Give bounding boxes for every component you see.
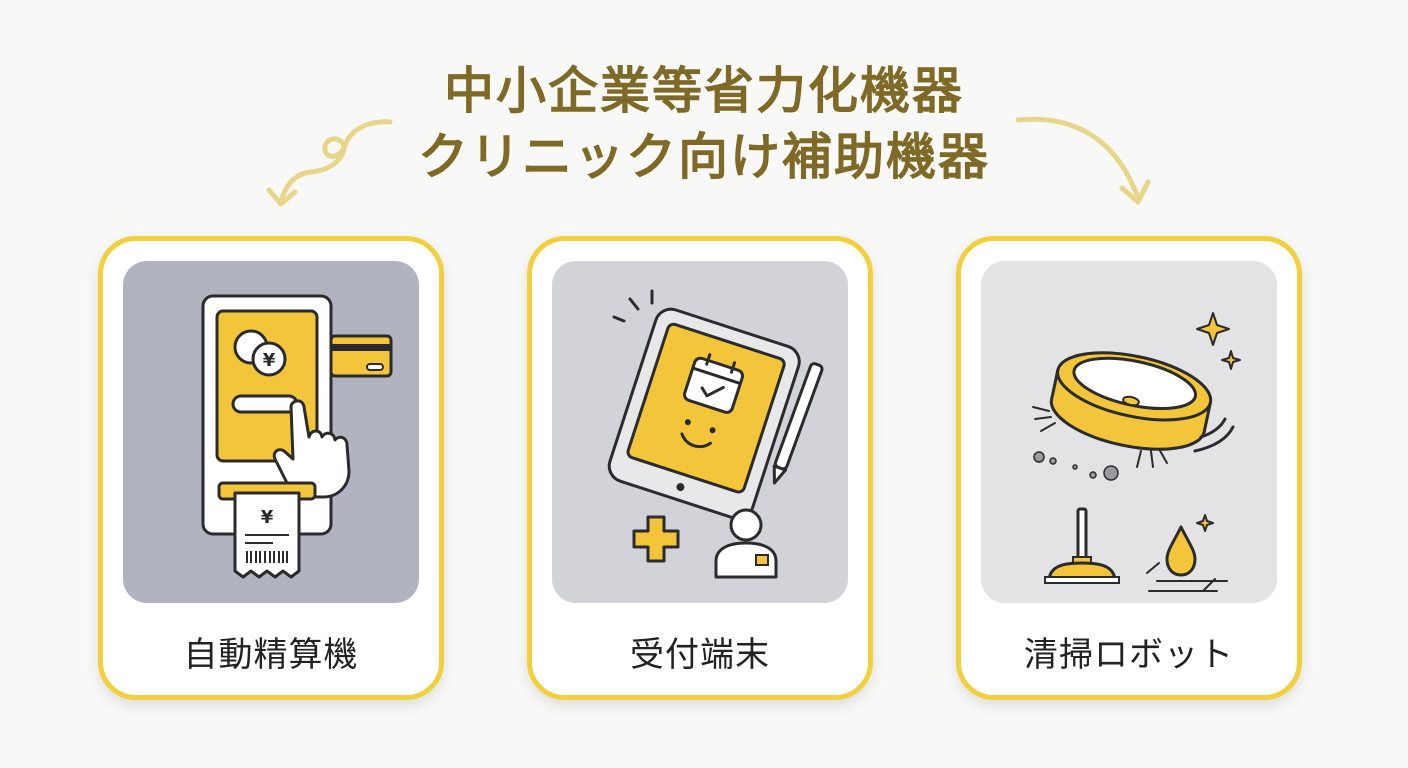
payment-kiosk-icon: ¥ ¥ (201, 294, 393, 579)
card-illustration-panel (552, 261, 848, 603)
title-line-1: 中小企業等省力化機器 (444, 62, 964, 120)
card-cleaning-robot[interactable]: 清掃ロボット (956, 236, 1302, 700)
page-title: 中小企業等省力化機器 クリニック向け補助機器 (0, 58, 1408, 190)
card-payment-kiosk[interactable]: ¥ ¥ 自動精算機 (98, 236, 444, 700)
card-label: 自動精算機 (183, 635, 359, 675)
card-reception-terminal[interactable]: 受付端末 (527, 236, 873, 700)
title-line-2: クリニック向け補助機器 (418, 128, 990, 186)
card-illustration-panel: ¥ ¥ (123, 261, 419, 603)
card-label: 受付端末 (630, 635, 770, 675)
robot-vacuum-icon (1032, 312, 1241, 592)
card-label: 清掃ロボット (1024, 635, 1234, 675)
card-illustration-panel (981, 261, 1277, 603)
svg-text:¥: ¥ (263, 350, 276, 371)
svg-text:¥: ¥ (261, 507, 274, 528)
reception-tablet-icon (607, 289, 824, 579)
curved-arrow-right-icon (1015, 116, 1151, 205)
curved-arrow-left-icon (266, 119, 393, 207)
